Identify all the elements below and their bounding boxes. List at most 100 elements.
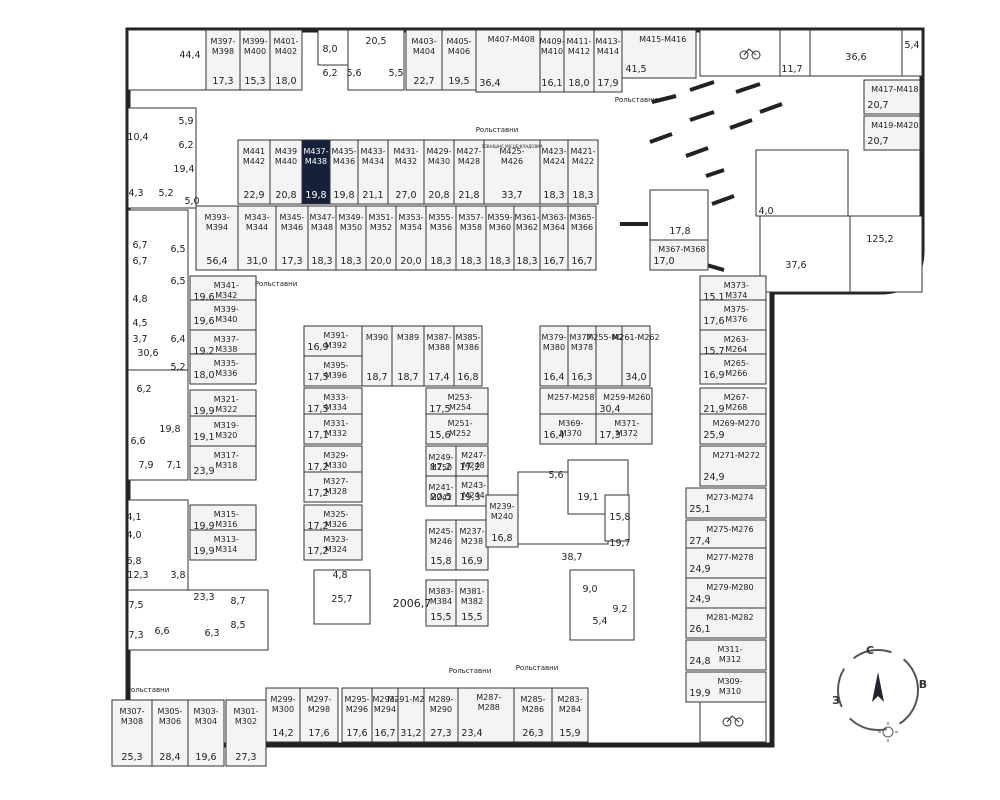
unit-box[interactable] bbox=[453, 139, 485, 205]
unit-box[interactable] bbox=[189, 389, 257, 421]
unit-box[interactable] bbox=[335, 205, 367, 271]
unit-box[interactable] bbox=[485, 205, 515, 271]
unit-box[interactable] bbox=[395, 205, 427, 271]
unit-box[interactable] bbox=[699, 445, 767, 487]
unit-box[interactable] bbox=[455, 579, 489, 627]
unit-box[interactable] bbox=[699, 299, 767, 331]
unit-box[interactable] bbox=[303, 325, 363, 357]
unit-box[interactable] bbox=[189, 529, 257, 561]
unit-box[interactable] bbox=[303, 471, 363, 503]
unit-box[interactable] bbox=[441, 29, 477, 91]
unit-box[interactable] bbox=[303, 387, 363, 419]
unit-box[interactable] bbox=[685, 547, 767, 579]
unit-box[interactable] bbox=[685, 607, 767, 639]
unit-box[interactable] bbox=[539, 29, 565, 93]
unit-box[interactable] bbox=[567, 139, 599, 205]
unit-box[interactable] bbox=[205, 29, 241, 91]
unit-box[interactable] bbox=[303, 529, 363, 561]
unit-box[interactable] bbox=[539, 325, 569, 387]
unit-box[interactable] bbox=[621, 29, 697, 79]
unit-box[interactable] bbox=[187, 699, 225, 767]
unit-box[interactable] bbox=[551, 687, 589, 743]
unit-box[interactable] bbox=[303, 355, 363, 387]
unit-box[interactable] bbox=[685, 639, 767, 671]
unit-box[interactable] bbox=[699, 413, 767, 445]
unit-box[interactable] bbox=[269, 29, 303, 91]
unit-box[interactable] bbox=[455, 475, 489, 507]
unit-box[interactable] bbox=[299, 687, 339, 743]
unit-box[interactable] bbox=[567, 205, 597, 271]
unit-box[interactable] bbox=[189, 415, 257, 447]
unit-box[interactable] bbox=[397, 687, 425, 743]
unit-box[interactable] bbox=[189, 299, 257, 331]
unit-box[interactable] bbox=[303, 413, 363, 445]
unit-box[interactable] bbox=[329, 139, 359, 205]
unit-box[interactable] bbox=[593, 29, 623, 93]
unit-box[interactable] bbox=[595, 413, 653, 445]
unit-box[interactable] bbox=[685, 519, 767, 551]
unit-box[interactable] bbox=[269, 139, 303, 205]
unit-box[interactable] bbox=[365, 205, 397, 271]
unit-box[interactable] bbox=[225, 699, 267, 767]
unit-box[interactable] bbox=[513, 205, 541, 271]
unit-box[interactable] bbox=[111, 699, 153, 767]
unit-box[interactable] bbox=[303, 445, 363, 477]
unit-box[interactable] bbox=[621, 325, 651, 387]
